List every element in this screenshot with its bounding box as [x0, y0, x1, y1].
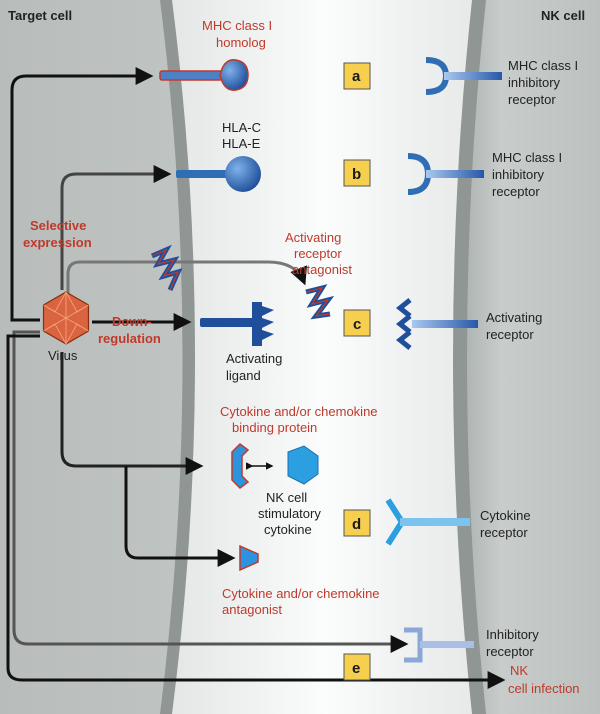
nk-infection-label-2: cell infection: [508, 681, 580, 696]
arrow-to-mhc-homolog: [10, 67, 154, 322]
intercellular-space: [172, 0, 478, 714]
activating-ligand-label-2: ligand: [226, 368, 261, 383]
hla-c-label: HLA-C: [222, 120, 261, 135]
svg-text:c: c: [353, 316, 361, 333]
mhc-homolog-label-2: homolog: [216, 35, 266, 50]
inhibitory-receptor-label-2: receptor: [486, 644, 534, 659]
receptor-b-label-2: inhibitory: [492, 167, 545, 182]
inhibitory-receptor-label-1: Inhibitory: [486, 627, 539, 642]
nk-cytokine-label-1: NK cell: [266, 490, 307, 505]
nk-cytokine-label-3: cytokine: [264, 522, 312, 537]
receptor-b-label-3: receptor: [492, 184, 540, 199]
nk-cell-header: NK cell: [541, 8, 585, 23]
cytokine-binding-protein: [231, 443, 250, 489]
nk-membrane: [453, 0, 486, 714]
nk-cell-body: [459, 0, 600, 714]
arrow-to-hla: [60, 165, 172, 290]
receptor-a-label-1: MHC class I: [508, 58, 578, 73]
virus-label: Virus: [48, 348, 78, 363]
box-c: c: [343, 309, 371, 337]
box-a: a: [343, 62, 371, 90]
activating-ligand-label-1: Activating: [226, 351, 282, 366]
nk-infection-label-1: NK: [510, 663, 528, 678]
arrow-to-binding-protein: [60, 352, 204, 475]
mhc-homolog-molecule: [159, 59, 249, 91]
svg-text:d: d: [352, 516, 361, 533]
nk-cytokine-label-2: stimulatory: [258, 506, 321, 521]
cytokine-receptor-label-2: receptor: [480, 525, 528, 540]
receptor-b-label-1: MHC class I: [492, 150, 562, 165]
down-regulation-label-1: Down-: [112, 314, 152, 329]
svg-text:e: e: [352, 660, 360, 677]
activating-ligand-molecule: [200, 302, 274, 346]
cytokine-antagonist-label-1: Cytokine and/or chemokine: [222, 586, 380, 601]
selective-expression-label-1: Selective: [30, 218, 86, 233]
receptor-a-label-2: inhibitory: [508, 75, 561, 90]
activating-antagonist-label-3: antagonist: [292, 262, 352, 277]
cytokine-antagonist-icon: [239, 544, 259, 572]
mhc-homolog-label-1: MHC class I: [202, 18, 272, 33]
activating-receptor-molecule: [395, 298, 478, 350]
cytokine-receptor-molecule: [385, 498, 470, 546]
arrow-to-inhibitory-receptor: [12, 330, 409, 653]
activating-receptor-label-2: receptor: [486, 327, 534, 342]
box-d: d: [343, 509, 371, 537]
hla-molecule: [176, 156, 261, 192]
cytokine-receptor-label-1: Cytokine: [480, 508, 531, 523]
box-e: e: [343, 653, 371, 681]
cytokine-antagonist-label-2: antagonist: [222, 602, 282, 617]
activating-antagonist-label-1: Activating: [285, 230, 341, 245]
inhibitory-receptor-molecule: [404, 627, 474, 663]
target-cell-header: Target cell: [8, 8, 72, 23]
box-b: b: [343, 159, 371, 187]
receptor-a-label-3: receptor: [508, 92, 556, 107]
arrow-to-cytokine-antagonist: [124, 466, 236, 567]
arrow-to-antagonist: [66, 260, 307, 300]
svg-text:b: b: [352, 166, 361, 183]
cytokine-binding-label-1: Cytokine and/or chemokine: [220, 404, 378, 419]
mhc-inhibitory-receptor-b: [407, 153, 484, 195]
cytokine-binding-label-2: binding protein: [232, 420, 317, 435]
nk-stimulatory-cytokine-icon: [287, 445, 319, 485]
mhc-inhibitory-receptor-a: [425, 57, 502, 95]
activating-receptor-label-1: Activating: [486, 310, 542, 325]
activating-antagonist-label-2: receptor: [294, 246, 342, 261]
svg-text:a: a: [352, 68, 361, 85]
virus-icon: [42, 291, 90, 345]
selective-expression-label-2: expression: [23, 235, 92, 250]
hla-e-label: HLA-E: [222, 136, 261, 151]
arrow-nk-infection: [6, 334, 506, 689]
down-regulation-label-2: regulation: [98, 331, 161, 346]
